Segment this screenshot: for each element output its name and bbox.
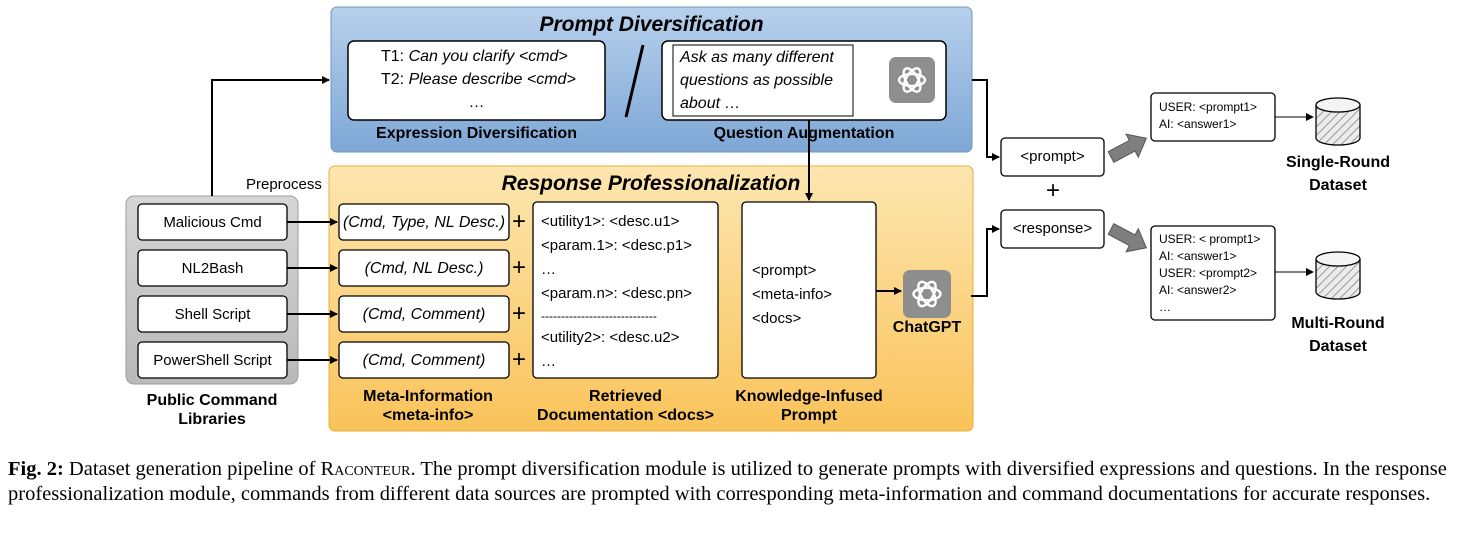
expr-line-2: T2: Please describe <cmd> <box>381 70 576 89</box>
single-round-lines: USER: <prompt1> AI: <answer1> <box>1159 99 1257 133</box>
arrow-libraries-to-prompt <box>211 76 330 196</box>
kip-list: <prompt> <meta-info> <docs> <box>752 259 832 331</box>
kip-line: <docs> <box>752 310 802 327</box>
single-round-label-1: Single-Round <box>1286 154 1390 171</box>
big-arrow-single <box>1107 133 1148 163</box>
expr-ellipsis: … <box>468 94 485 111</box>
meta-box-2 <box>338 249 510 287</box>
meta-box-1 <box>338 203 510 241</box>
figure-caption: Fig. 2: Dataset generation pipeline of R… <box>8 457 1468 507</box>
expr-line-2-tag: T2: <box>381 71 405 88</box>
meta-item-4: (Cmd, Comment) <box>362 352 486 369</box>
expression-diversification-label: Expression Diversification <box>376 125 577 142</box>
expr-line-1-text: Can you clarify <cmd> <box>408 48 568 65</box>
libraries-label-1: Public Command <box>146 392 278 409</box>
qa-inner-box <box>672 44 854 117</box>
prompt-diversification-title: Prompt Diversification <box>539 13 764 36</box>
multi-round-label-1: Multi-Round <box>1291 315 1385 332</box>
single-round-database-icon <box>1315 97 1361 146</box>
library-item-malicious-cmd: Malicious Cmd <box>163 214 262 231</box>
meta-item-2: (Cmd, NL Desc.) <box>364 260 484 277</box>
big-arrow-multi <box>1107 223 1148 253</box>
meta-box-4 <box>338 341 510 379</box>
single-round-line: AI: <answer1> <box>1159 117 1237 131</box>
qa-line-2: questions as possible <box>680 72 833 89</box>
divider-slash <box>624 44 645 118</box>
response-professionalization-title: Response Professionalization <box>501 172 801 195</box>
library-item-powershell-script: PowerShell Script <box>153 352 272 369</box>
meta-box-3 <box>338 295 510 333</box>
arrow-to-response-box <box>971 225 1000 297</box>
docs-label-1: Retrieved <box>589 388 662 405</box>
meta-item-3: (Cmd, Comment) <box>362 306 486 323</box>
kip-label-1: Knowledge-Infused <box>735 388 883 405</box>
prompt-box-label: <prompt> <box>1020 148 1085 165</box>
docs-line: <utility1>: <desc.u1> <box>541 213 680 230</box>
docs-label-2: Documentation <docs> <box>537 407 714 424</box>
docs-line: <utility2>: <desc.u2> <box>541 329 680 346</box>
question-augmentation-label: Question Augmentation <box>713 125 895 142</box>
multi-round-label-2: Dataset <box>1309 338 1367 355</box>
libraries-label-2: Libraries <box>178 411 246 428</box>
single-round-line: USER: <prompt1> <box>1159 100 1258 114</box>
multi-round-lines: USER: < prompt1> AI: <answer1> USER: <pr… <box>1159 231 1260 316</box>
caption-fig-label: Fig. 2: <box>8 458 64 480</box>
caption-text-1: Dataset generation pipeline of <box>68 458 316 480</box>
arrow-to-prompt-box <box>972 79 1000 161</box>
meta-info-label-2: <meta-info> <box>382 407 474 424</box>
expr-line-1: T1: Can you clarify <cmd> <box>381 47 568 66</box>
multi-round-line: AI: <answer1> <box>1159 249 1237 263</box>
kip-line: <prompt> <box>752 262 817 279</box>
output-plus-sign: + <box>1045 177 1060 204</box>
plus-sign-4: + <box>512 346 527 373</box>
caption-name: Raconteur <box>320 458 411 480</box>
qa-line-1: Ask as many different <box>680 49 834 66</box>
multi-round-box <box>1150 225 1276 321</box>
qa-line-3: about … <box>680 95 741 112</box>
library-item-shell-script: Shell Script <box>174 306 251 323</box>
multi-round-line: USER: <prompt2> <box>1159 266 1258 280</box>
kip-line: <meta-info> <box>752 286 833 303</box>
expression-box <box>347 40 606 121</box>
meta-info-label-1: Meta-Information <box>363 388 493 405</box>
chatgpt-icon-top <box>889 57 935 103</box>
plus-sign-1: + <box>512 208 527 235</box>
multi-round-line: USER: < prompt1> <box>1159 232 1261 246</box>
docs-line: … <box>541 353 556 370</box>
prompt-box <box>1000 137 1105 177</box>
response-box-label: <response> <box>1012 220 1093 237</box>
multi-round-database-icon <box>1315 251 1361 300</box>
expr-line-1-tag: T1: <box>381 48 405 65</box>
docs-line: <param.n>: <desc.pn> <box>541 285 692 302</box>
docs-separator: ----------------------------- <box>541 309 657 323</box>
kip-label-2: Prompt <box>781 407 837 424</box>
chatgpt-icon-main <box>903 270 951 318</box>
library-item-nl2bash: NL2Bash <box>181 260 244 277</box>
response-box <box>1000 209 1105 249</box>
chatgpt-label: ChatGPT <box>892 319 962 336</box>
multi-round-line: AI: <answer2> <box>1159 283 1237 297</box>
docs-line: … <box>541 261 556 278</box>
preprocess-label: Preprocess <box>246 176 322 193</box>
docs-list: <utility1>: <desc.u1> <param.1>: <desc.p… <box>541 210 692 374</box>
multi-round-line: … <box>1159 300 1171 314</box>
meta-item-1: (Cmd, Type, NL Desc.) <box>342 214 506 231</box>
expr-line-2-text: Please describe <cmd> <box>408 71 576 88</box>
docs-line: <param.1>: <desc.p1> <box>541 237 692 254</box>
caption-text-2: . The prompt diversification module is u… <box>8 458 1447 505</box>
docs-box <box>532 201 719 379</box>
plus-sign-2: + <box>512 254 527 281</box>
plus-sign-3: + <box>512 300 527 327</box>
single-round-label-2: Dataset <box>1309 177 1367 194</box>
